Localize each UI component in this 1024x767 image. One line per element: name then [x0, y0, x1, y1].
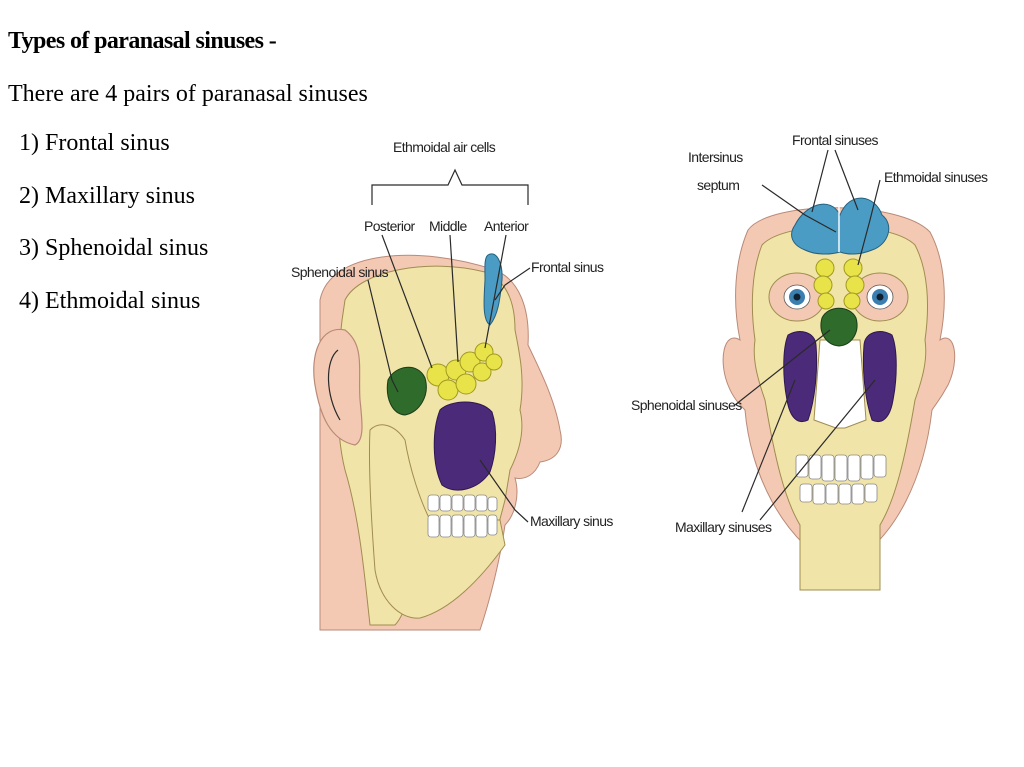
- ear: [313, 328, 363, 446]
- lateral-frontal-sinus: [483, 253, 503, 326]
- slide-title: Types of paranasal sinuses -: [8, 28, 277, 54]
- label-frontal-sinus: Frontal sinus: [531, 259, 604, 275]
- label-maxillary-sinuses: Maxillary sinuses: [675, 519, 772, 535]
- frontal-maxillary-sinus-left: [783, 331, 818, 423]
- nasal-cavity: [813, 339, 867, 429]
- label-posterior: Posterior: [364, 218, 416, 234]
- label-ethmoidal-sinuses: Ethmoidal sinuses: [884, 169, 988, 185]
- lateral-maxillary-sinus: [433, 401, 497, 491]
- label-anterior: Anterior: [484, 218, 529, 234]
- label-ethmoidal-air-cells: Ethmoidal air cells: [393, 139, 496, 155]
- frontal-sinuses: [791, 197, 890, 255]
- sinus-list: 1) Frontal sinus 2) Maxillary sinus 3) S…: [8, 128, 388, 316]
- lateral-ethmoidal-cells: [426, 342, 503, 401]
- label-frontal-sinuses: Frontal sinuses: [792, 132, 879, 148]
- frontal-sphenoidal-sinuses: [820, 307, 858, 347]
- frontal-maxillary-sinus-right: [862, 331, 897, 423]
- lateral-sphenoidal-sinus: [386, 366, 427, 416]
- lateral-teeth: [427, 494, 498, 538]
- lateral-view-illustration: Ethmoidal air cells Posterior Middle Ant…: [291, 139, 614, 631]
- frontal-teeth: [795, 454, 887, 505]
- list-item: 4) Ethmoidal sinus: [19, 287, 201, 314]
- list-item: 1) Frontal sinus: [19, 130, 170, 156]
- frontal-view-illustration: Intersinus septum Frontal sinuses Ethmoi…: [631, 132, 989, 591]
- label-intersinus: Intersinus: [688, 149, 743, 165]
- label-sphenoidal-sinuses: Sphenoidal sinuses: [631, 397, 742, 413]
- list-item: 2) Maxillary sinus: [19, 182, 195, 209]
- label-sphenoidal-sinus: Sphenoidal sinus: [291, 264, 389, 280]
- list-item: 3) Sphenoidal sinus: [19, 235, 209, 261]
- slide-text: Types of paranasal sinuses - There are 4…: [8, 26, 388, 338]
- label-middle: Middle: [429, 218, 467, 234]
- label-maxillary-sinus: Maxillary sinus: [530, 513, 613, 529]
- frontal-ethmoidal-sinuses: [813, 258, 865, 310]
- slide-intro: There are 4 pairs of paranasal sinuses: [8, 81, 368, 107]
- label-septum: septum: [697, 177, 739, 193]
